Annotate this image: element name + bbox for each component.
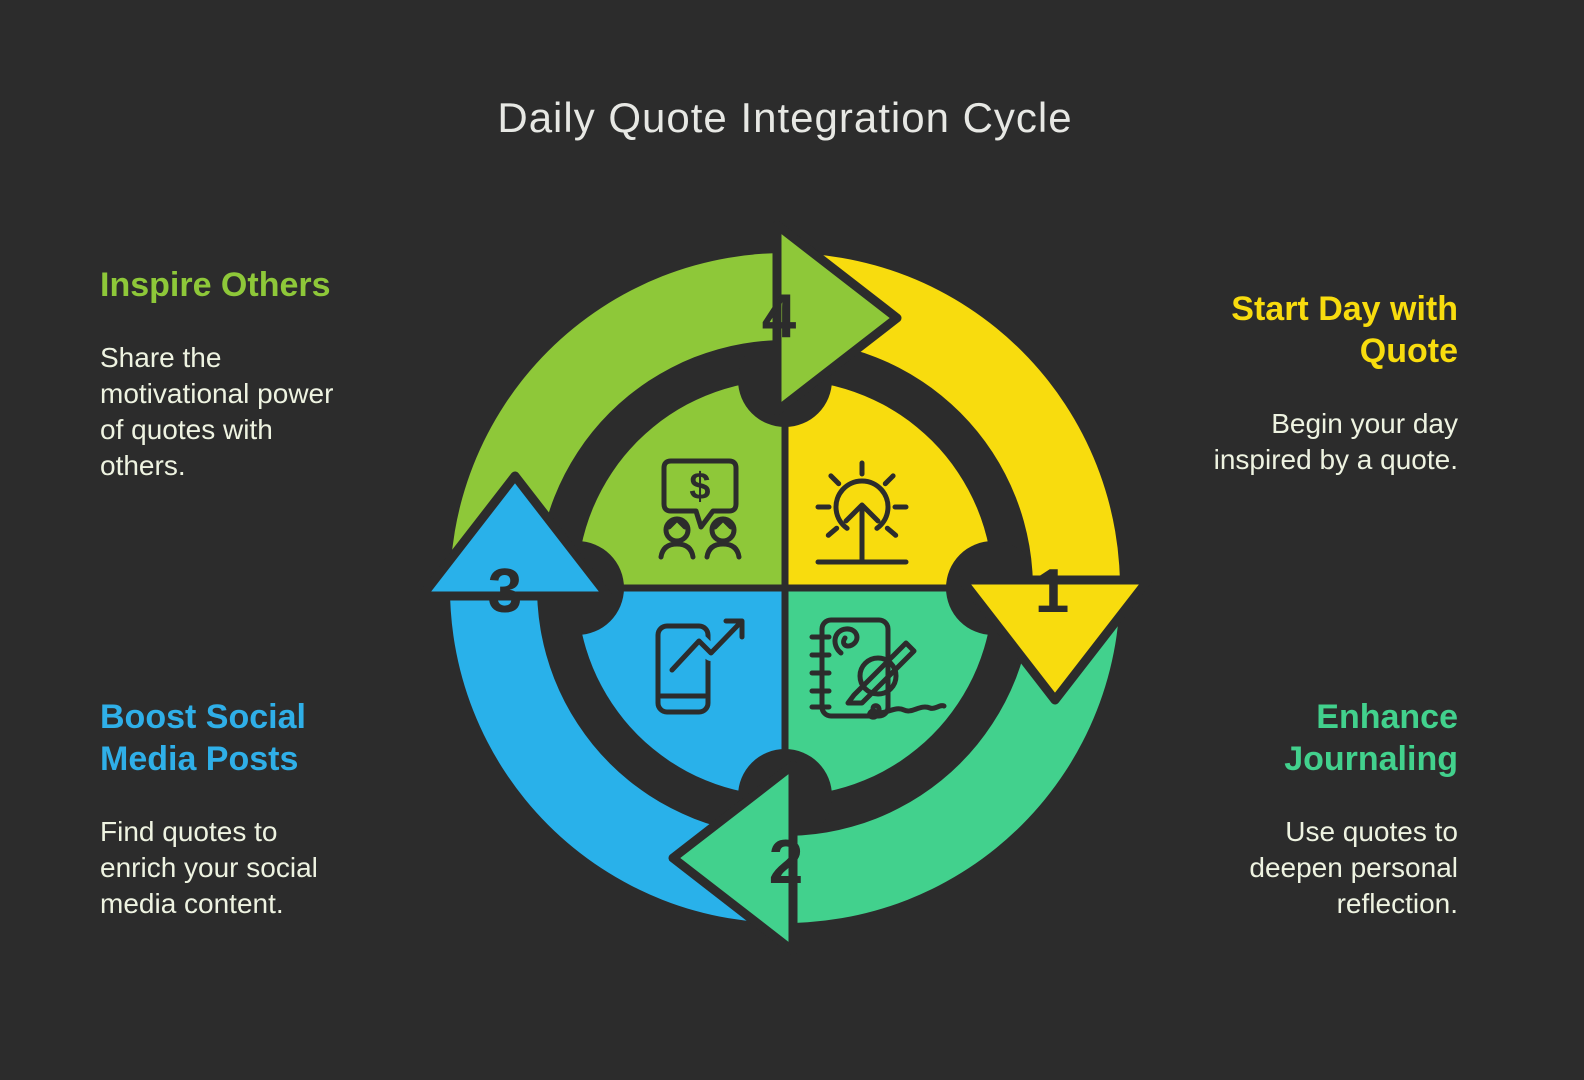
step-3-heading: Boost Social Media Posts [100, 698, 306, 778]
step-1-arrowhead [957, 575, 1153, 705]
quadrant-dividers [569, 372, 1001, 804]
step-2-heading: Enhance Journaling [1284, 698, 1458, 778]
step-4-arrowhead [772, 220, 902, 416]
step-2-label: Enhance Journaling Use quotes to deepen … [1148, 696, 1458, 922]
svg-text:$: $ [689, 466, 710, 508]
step-3-label: Boost Social Media Posts Find quotes to … [100, 696, 390, 922]
step-4-label: Inspire Others Share the motivational po… [100, 264, 380, 484]
step-3-number: 3 [488, 557, 522, 626]
step-1-label: Start Day with Quote Begin your day insp… [1128, 288, 1458, 478]
step-4-description: Share the motivational power of quotes w… [100, 342, 334, 481]
journal-pen-icon [809, 617, 947, 720]
step-2-arrowhead [668, 760, 798, 956]
step-1-heading: Start Day with Quote [1231, 290, 1458, 370]
page-title: Daily Quote Integration Cycle [497, 94, 1073, 141]
step-1-number: 1 [1035, 557, 1069, 626]
step-3-arrowhead [417, 471, 613, 601]
step-4-heading: Inspire Others [100, 266, 331, 304]
money-chat-icon: $ [658, 458, 742, 560]
step-4-number: 4 [762, 282, 797, 351]
quadrant-start-day [785, 380, 993, 588]
step-3-description: Find quotes to enrich your social media … [100, 816, 318, 919]
sunrise-icon [815, 460, 909, 565]
step-1-description: Begin your day inspired by a quote. [1213, 408, 1458, 475]
step-2-number: 2 [769, 828, 803, 897]
phone-growth-icon [655, 615, 748, 715]
step-2-description: Use quotes to deepen personal reflection… [1249, 816, 1458, 919]
